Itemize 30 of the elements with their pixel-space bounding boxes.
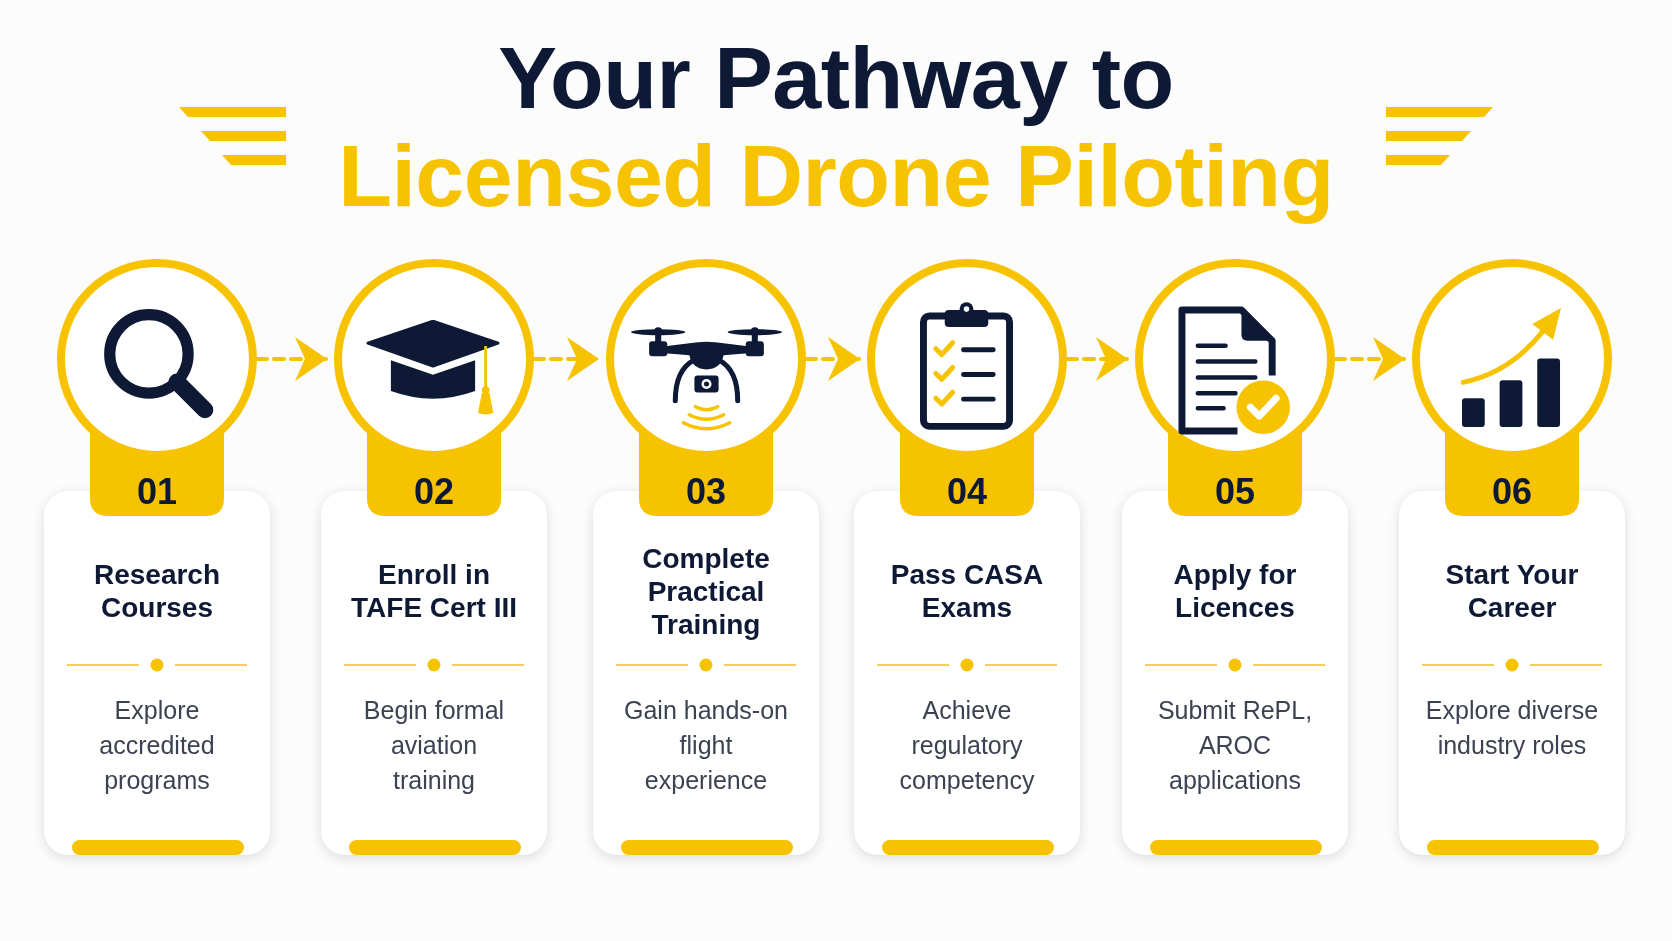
dashed-arrow [1333, 337, 1406, 381]
step-title: Apply for Licences [1172, 558, 1298, 624]
step-number: 01 [137, 472, 177, 512]
step-number: 04 [947, 472, 987, 512]
step-title: Start Your Career [1444, 558, 1580, 624]
step-title: Pass CASA Exams [889, 558, 1045, 624]
step-description: Achieve regulatory competency [898, 695, 1036, 796]
step-badge [867, 258, 1067, 516]
step-title: Complete Practical Training [641, 541, 771, 641]
step-badge [1412, 258, 1612, 516]
step-number: 02 [414, 472, 454, 512]
step-title: Research Courses [92, 558, 222, 624]
step-badge [57, 258, 257, 516]
step-description: Explore accredited programs [98, 695, 216, 796]
step-number: 03 [686, 472, 726, 512]
step-description: Begin formal aviation training [362, 695, 506, 796]
step-description: Submit RePL, AROC applications [1156, 695, 1314, 796]
step-number: 05 [1215, 472, 1255, 512]
step-title: Enroll in TAFE Cert III [350, 558, 518, 624]
dashed-arrow [532, 337, 600, 381]
step-badge [334, 258, 534, 516]
step-description: Explore diverse industry roles [1424, 695, 1600, 761]
dashed-arrow [255, 337, 328, 381]
dashed-arrow [1065, 337, 1129, 381]
step-badge [1135, 258, 1335, 516]
step-badge [606, 258, 806, 516]
dashed-arrow [804, 337, 861, 381]
step-number: 06 [1492, 472, 1532, 512]
page-title: Your Pathway to Licensed Drone Piloting [338, 29, 1334, 225]
step-description: Gain hands-on flight experience [623, 695, 789, 796]
